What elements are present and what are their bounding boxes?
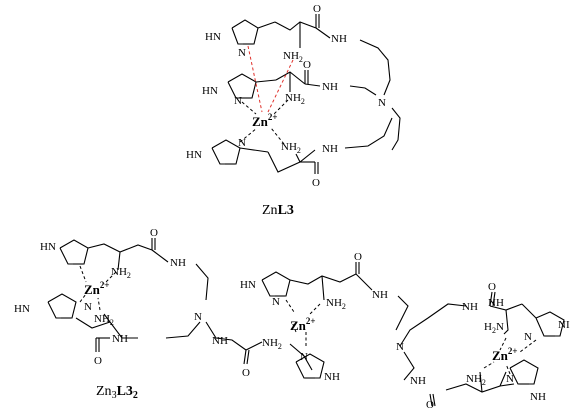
nh2-label-b1: NH2	[111, 266, 131, 280]
nh-label-b8: NH	[530, 391, 546, 403]
n-label-3: N	[238, 137, 246, 149]
o-label-b1: O	[150, 227, 158, 239]
imidazole-ring-2	[227, 73, 277, 99]
hn-label-1: HN	[205, 31, 221, 43]
zn-label-top: Zn2+	[252, 112, 278, 129]
o-label-b3: O	[354, 251, 362, 263]
n-label-2: N	[234, 95, 242, 107]
n-label-tertiary: N	[378, 97, 386, 109]
hn-label-b3: HN	[240, 279, 256, 291]
nh2-label-b2: NH2	[94, 313, 114, 327]
nh-label-cut: NI	[558, 319, 570, 331]
n-label-1: N	[238, 47, 246, 59]
o-label-1: O	[313, 3, 321, 15]
o-label-b5: O	[488, 281, 496, 293]
n-label-b-tertiary-1: N	[194, 311, 202, 323]
nh-label-1: NH	[331, 33, 347, 45]
o-label-b4: O	[242, 367, 250, 379]
n-label-b3: N	[300, 351, 308, 363]
nh2-label-b5: NH2	[466, 373, 486, 387]
n-label-b5: N	[506, 373, 514, 385]
hn-label-3: HN	[186, 149, 202, 161]
n-label-b1: N	[84, 301, 92, 313]
zn-label-b1: Zn2+	[84, 280, 110, 297]
nh2-label-3: NH2	[281, 141, 301, 155]
nh2-label-1: NH2	[283, 50, 303, 64]
nh2-label-b4: NH2	[262, 337, 282, 351]
h2n-label-top: NH	[488, 297, 504, 309]
o-label-2: O	[303, 59, 311, 71]
o-label-b6: O	[426, 399, 434, 409]
caption-znl3: ZnL3	[262, 203, 294, 218]
imidazole-ring-3	[211, 139, 269, 165]
hn-label-2: HN	[202, 85, 218, 97]
h2n-label: H2N	[484, 321, 504, 335]
zn-label-b2: Zn2+	[290, 316, 316, 333]
zn3l32-complex: HN O NH NH2 Zn2+ HN N NH2 O NH N HN N NH…	[14, 227, 570, 409]
nh-label-b3: NH	[372, 289, 388, 301]
nh-label-2: NH	[322, 81, 338, 93]
n-label-b2: N	[272, 296, 280, 308]
nh-label-b1: NH	[170, 257, 186, 269]
nh-label-3: NH	[322, 143, 338, 155]
caption-zn3l32: Zn3L32	[96, 384, 138, 401]
o-label-b2: O	[94, 355, 102, 367]
n-label-b4: N	[524, 331, 532, 343]
nh-label-b6: NH	[462, 301, 478, 313]
nh2-label-2: NH2	[285, 92, 305, 106]
nh-label-b5: NH	[324, 371, 340, 383]
nh2-label-b3: NH2	[326, 297, 346, 311]
hn-label-b2: HN	[14, 303, 30, 315]
nh-label-b2: NH	[112, 333, 128, 345]
imidazole-ring-1	[231, 19, 276, 45]
n-label-b-tertiary-2: N	[396, 341, 404, 353]
hn-label-b1: HN	[40, 241, 56, 253]
nh-label-b4: NH	[212, 335, 228, 347]
znl3-complex: HN N NH2 O NH HN N NH2 O NH N Zn2+ HN N …	[186, 3, 401, 218]
nh-label-b7: NH	[410, 375, 426, 387]
o-label-3: O	[312, 177, 320, 189]
zn-label-b3: Zn2+	[492, 346, 518, 363]
